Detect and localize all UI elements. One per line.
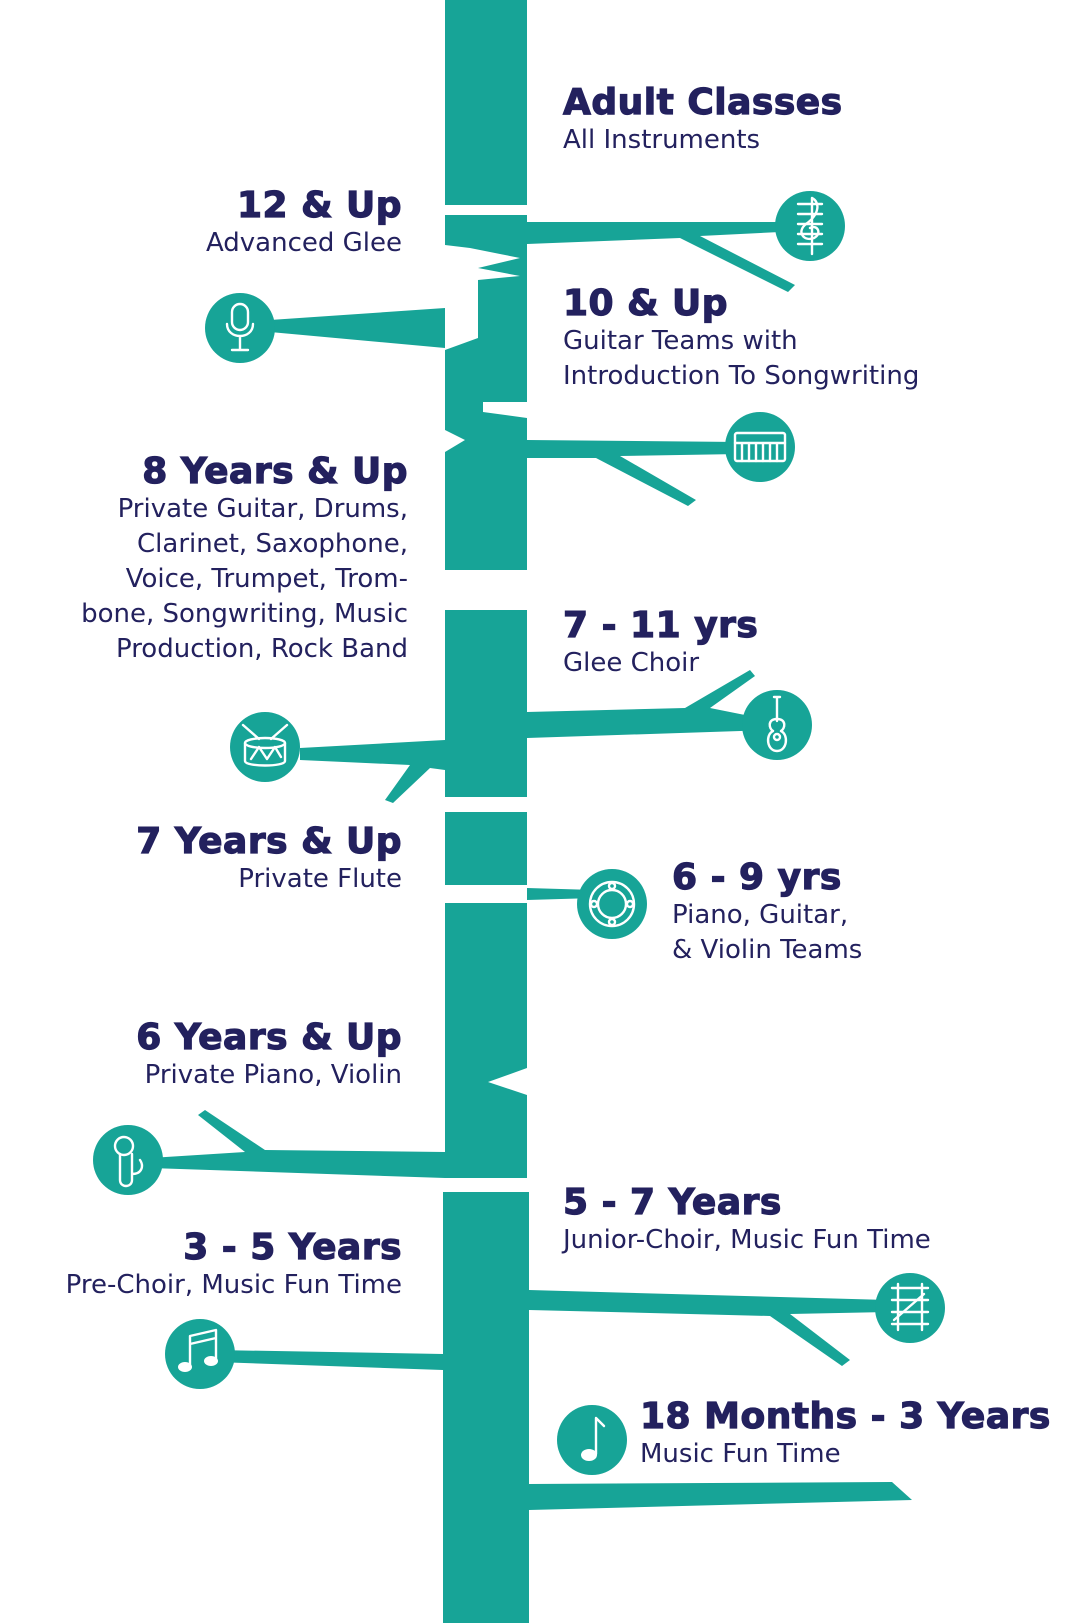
stage-10-up: 10 & Up Guitar Teams with Introduction T… xyxy=(562,283,920,394)
beamed-notes-icon xyxy=(165,1319,235,1389)
stage-8-up: 8 Years & Up Private Guitar, Drums, Clar… xyxy=(81,451,408,667)
music-note-icon xyxy=(557,1405,627,1475)
stage-title: 7 - 11 yrs xyxy=(562,605,759,646)
stage-detail: Pre-Choir, Music Fun Time xyxy=(65,1270,402,1300)
branches xyxy=(150,222,912,1510)
stage-6-9: 6 - 9 yrs Piano, Guitar, & Violin Teams xyxy=(671,857,863,968)
keyboard-icon xyxy=(725,412,795,482)
xylophone-icon xyxy=(875,1273,945,1343)
stage-detail: Piano, Guitar, & Violin Teams xyxy=(672,900,863,965)
stage-title: 8 Years & Up xyxy=(142,451,408,492)
stage-detail: Guitar Teams with Introduction To Songwr… xyxy=(563,326,920,391)
stage-detail: Music Fun Time xyxy=(640,1439,841,1469)
stage-detail: Private Piano, Violin xyxy=(144,1060,402,1090)
handheld-mic-icon xyxy=(93,1125,163,1195)
stage-adult: Adult Classes All Instruments xyxy=(562,82,843,158)
stage-5-7: 5 - 7 Years Junior-Choir, Music Fun Time xyxy=(562,1182,931,1258)
stage-18m-3: 18 Months - 3 Years Music Fun Time xyxy=(639,1396,1051,1472)
guitar-icon xyxy=(742,690,812,760)
stage-title: Adult Classes xyxy=(562,82,843,123)
stage-detail: All Instruments xyxy=(563,125,761,155)
trunk xyxy=(443,0,529,1623)
stage-detail: Advanced Glee xyxy=(205,228,402,258)
stage-3-5: 3 - 5 Years Pre-Choir, Music Fun Time xyxy=(65,1227,402,1303)
stage-title: 3 - 5 Years xyxy=(183,1227,402,1268)
stage-7-11: 7 - 11 yrs Glee Choir xyxy=(562,605,759,681)
stage-title: 6 Years & Up xyxy=(136,1017,402,1058)
stage-title: 6 - 9 yrs xyxy=(671,857,842,898)
stage-detail: Private Guitar, Drums, Clarinet, Saxopho… xyxy=(81,494,408,664)
stage-title: 12 & Up xyxy=(236,185,402,226)
stage-12-up: 12 & Up Advanced Glee xyxy=(205,185,402,261)
stage-7-up: 7 Years & Up Private Flute xyxy=(136,821,402,897)
tambourine-icon xyxy=(577,869,647,939)
treble-clef-icon xyxy=(775,191,845,261)
stage-title: 10 & Up xyxy=(562,283,729,324)
drum-icon xyxy=(230,712,300,782)
stage-detail: Glee Choir xyxy=(563,648,700,678)
stage-title: 7 Years & Up xyxy=(136,821,402,862)
stage-title: 18 Months - 3 Years xyxy=(639,1396,1051,1437)
stage-detail: Junior-Choir, Music Fun Time xyxy=(563,1225,931,1255)
stage-6-up: 6 Years & Up Private Piano, Violin xyxy=(136,1017,402,1093)
microphone-icon xyxy=(205,293,275,363)
stage-detail: Private Flute xyxy=(238,864,402,894)
stage-title: 5 - 7 Years xyxy=(562,1182,782,1223)
